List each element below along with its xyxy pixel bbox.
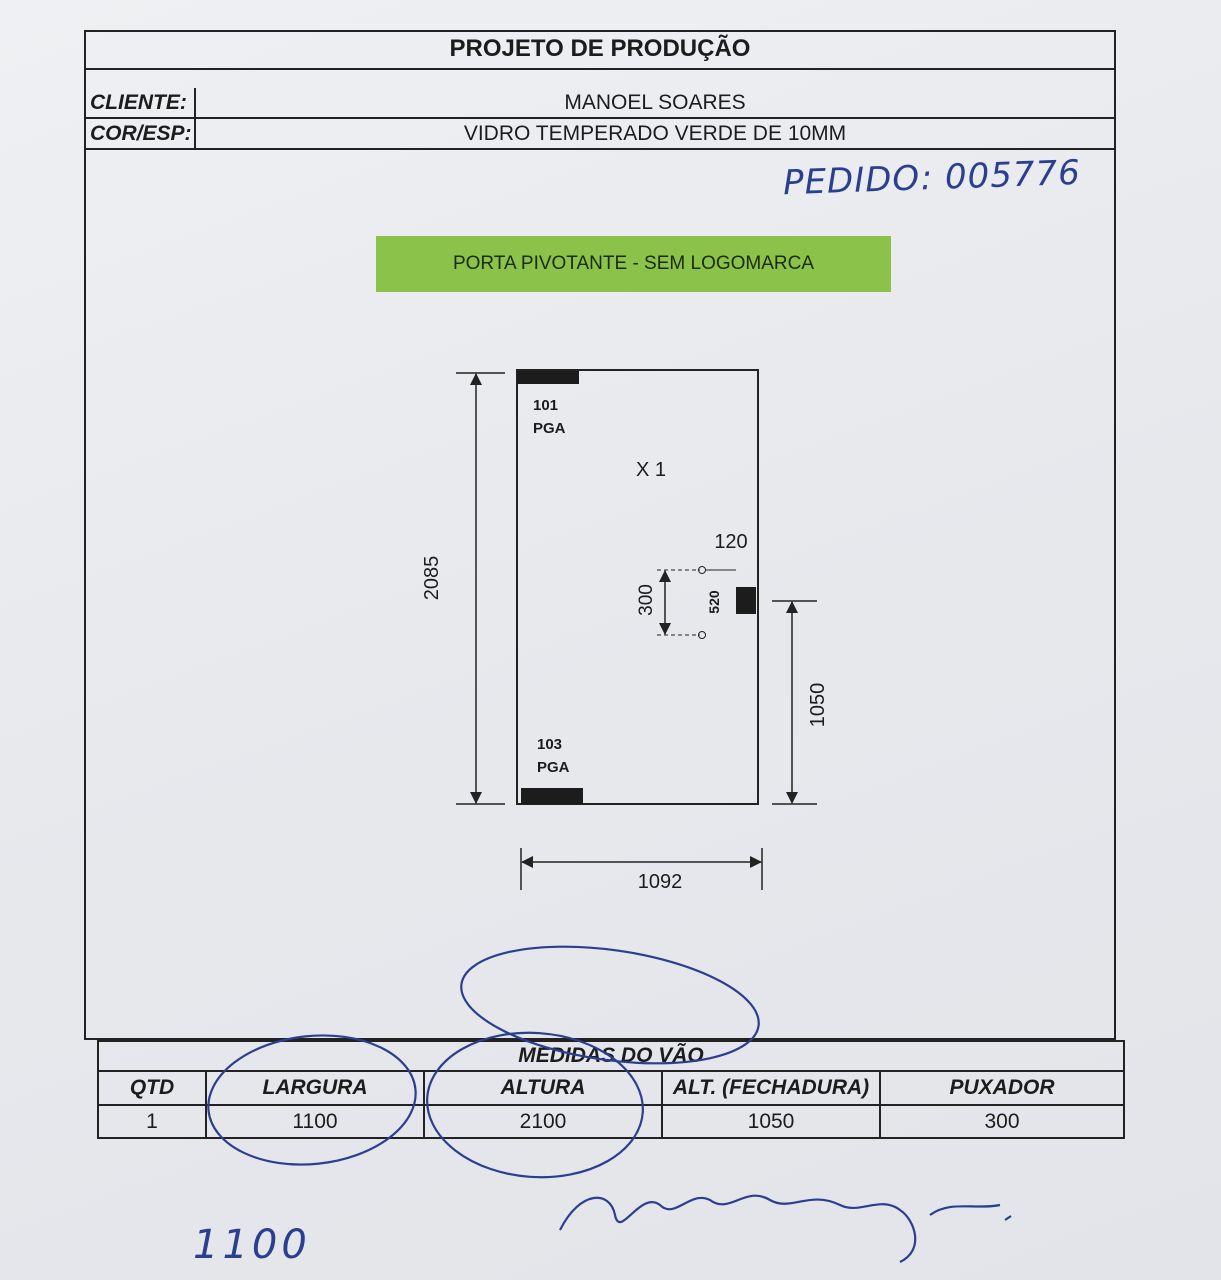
bottom-hardware-block	[521, 788, 583, 804]
cell-puxador: 300	[984, 1109, 1020, 1133]
header-puxador: PUXADOR	[949, 1076, 1055, 1099]
header-alt-fechadura: ALT. (FECHADURA)	[663, 1072, 881, 1104]
header-largura: LARGURA	[207, 1072, 425, 1104]
top-hardware-block	[517, 371, 579, 384]
lock-height-label: 1050	[807, 683, 829, 728]
measurements-table: MEDIDAS DO VÃO QTD LARGURA ALTURA ALT. (…	[97, 1040, 1125, 1139]
width-label: 1092	[638, 871, 683, 893]
cell-altura: 2100	[425, 1106, 663, 1137]
top-hardware-code: 101	[533, 397, 558, 414]
circle-top-scribble	[460, 945, 760, 1065]
table-header-row: QTD LARGURA ALTURA ALT. (FECHADURA) PUXA…	[99, 1072, 1123, 1106]
handle-bottom-hole	[698, 631, 706, 639]
door-outline	[516, 369, 759, 805]
circle-largura	[207, 1034, 417, 1166]
hole-label: 520	[706, 590, 722, 614]
cell-alt-fechadura: 1050	[663, 1106, 881, 1137]
circle-altura	[426, 1031, 644, 1179]
client-row: CLIENTE: MANOEL SOARES	[86, 88, 1114, 119]
document-frame	[84, 30, 1116, 1040]
signature	[559, 1194, 1012, 1263]
table-row: 1 1100 2100 1050 300	[99, 1106, 1123, 1137]
handwritten-note: 1100	[193, 1222, 311, 1268]
handle-spacing-label: 300	[636, 584, 657, 616]
handle-offset-label: 120	[714, 531, 747, 553]
color-value: VIDRO TEMPERADO VERDE DE 10MM	[463, 121, 847, 145]
height-label: 2085	[421, 556, 443, 601]
cell-largura: 1100	[207, 1106, 425, 1137]
color-row: COR/ESP: VIDRO TEMPERADO VERDE DE 10MM	[86, 119, 1114, 150]
cell-qtd: 1	[99, 1106, 207, 1137]
header-altura: ALTURA	[425, 1072, 663, 1104]
header-qtd: QTD	[99, 1072, 207, 1104]
client-label: CLIENTE:	[86, 88, 196, 117]
top-hardware-type: PGA	[533, 420, 566, 437]
quantity-mark: X 1	[636, 459, 666, 481]
document-title: PROJETO DE PRODUÇÃO	[84, 30, 1116, 70]
client-value: MANOEL SOARES	[564, 90, 746, 114]
lock-block	[736, 587, 756, 614]
product-banner: PORTA PIVOTANTE - SEM LOGOMARCA	[376, 236, 891, 292]
bottom-hardware-type: PGA	[537, 759, 570, 776]
bottom-hardware-code: 103	[537, 736, 562, 753]
color-label: COR/ESP:	[86, 119, 196, 148]
